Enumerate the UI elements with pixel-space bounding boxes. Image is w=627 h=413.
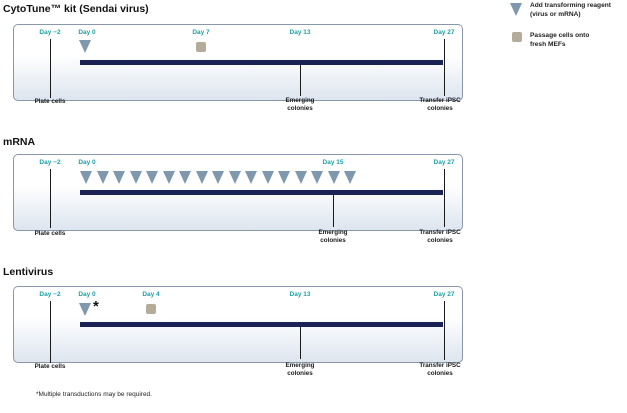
day-label-0: Day 0 (78, 159, 96, 166)
add-reagent-triangle-icon (327, 171, 340, 184)
passage-cells-square-icon (196, 42, 206, 52)
legend-square-icon (512, 32, 522, 42)
event-emerging-colonies: Emerging colonies (318, 229, 348, 244)
legend-passage-cells-label: Passage cells onto fresh MEFs (530, 32, 590, 48)
asterisk-icon: * (93, 298, 99, 315)
day-label-15: Day 15 (322, 159, 344, 166)
day-label-27: Day 27 (433, 29, 455, 36)
event-transfer-ipsc-colonies: Transfer iPSC colonies (419, 362, 461, 377)
legend-add-reagent-label: Add transforming reagent (virus or mRNA) (530, 2, 611, 18)
event-emerging-colonies: Emerging colonies (285, 362, 315, 377)
plate-cells-line (50, 39, 51, 98)
day-label-0: Day 0 (78, 29, 96, 36)
timeline-bar (80, 60, 443, 65)
footnote: *Multiple transductions may be required. (36, 391, 152, 398)
emerging-colonies-line (300, 327, 301, 359)
event-plate-cells: Plate cells (34, 98, 66, 105)
add-reagent-triangle-icon (245, 171, 257, 184)
day-label-27: Day 27 (433, 291, 455, 298)
plate-cells-line (50, 169, 51, 228)
event-transfer-ipsc-colonies: Transfer iPSC colonies (419, 97, 461, 112)
add-reagent-triangle-icon (79, 40, 91, 53)
add-reagent-triangle-icon (179, 171, 191, 184)
add-reagent-triangle-icon (294, 171, 307, 184)
add-reagent-triangle-icon (129, 171, 142, 184)
event-transfer-ipsc-colonies: Transfer iPSC colonies (419, 229, 461, 244)
emerging-colonies-line (300, 65, 301, 96)
timeline-bar (80, 322, 443, 327)
add-reagent-triangle-icon (344, 171, 356, 184)
transfer-colonies-line (444, 301, 445, 360)
add-reagent-triangle-icon (96, 171, 109, 184)
add-reagent-triangle-icon (79, 303, 91, 316)
add-reagent-triangle-icon (162, 171, 175, 184)
day-label-minus2: Day −2 (39, 291, 61, 298)
timeline-bar (80, 190, 443, 195)
day-label-13: Day 13 (289, 29, 311, 36)
section-title-mrna: mRNA (3, 136, 36, 148)
section-title-lentivirus: Lentivirus (3, 266, 54, 278)
add-reagent-triangle-icon (311, 171, 323, 184)
transfer-colonies-line (444, 39, 445, 96)
section-title-cytotune: CytoTune™ kit (Sendai virus) (3, 3, 149, 15)
event-plate-cells: Plate cells (34, 363, 66, 370)
add-reagent-triangle-icon (212, 171, 224, 184)
day-label-4: Day 4 (142, 291, 160, 298)
plate-cells-line (50, 301, 51, 363)
day-label-27: Day 27 (433, 159, 455, 166)
passage-cells-square-icon (146, 304, 156, 314)
add-reagent-triangle-icon (278, 171, 290, 184)
day-label-7: Day 7 (192, 29, 210, 36)
add-reagent-triangle-icon (228, 171, 241, 184)
legend-triangle-icon (510, 3, 522, 16)
add-reagent-triangle-icon (80, 171, 92, 184)
transfer-colonies-line (444, 169, 445, 227)
day-label-minus2: Day −2 (39, 159, 61, 166)
emerging-colonies-line (333, 195, 334, 227)
day-label-13: Day 13 (289, 291, 311, 298)
day-label-0: Day 0 (78, 291, 96, 298)
event-emerging-colonies: Emerging colonies (285, 97, 315, 112)
add-reagent-triangle-icon (195, 171, 208, 184)
add-reagent-triangle-icon (261, 171, 274, 184)
day-label-minus2: Day −2 (39, 29, 61, 36)
add-reagent-triangle-icon (113, 171, 125, 184)
add-reagent-triangle-icon (146, 171, 158, 184)
event-plate-cells: Plate cells (34, 230, 66, 237)
